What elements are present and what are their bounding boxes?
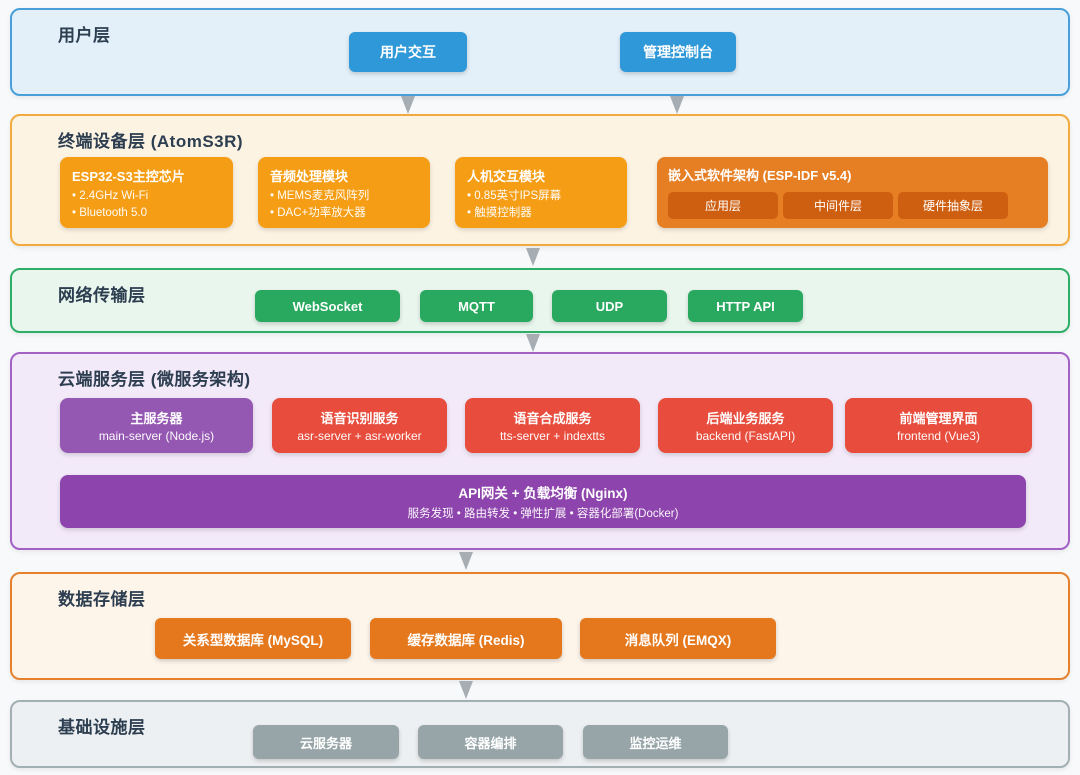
esp32-card: ESP32-S3主控芯片 • 2.4GHz Wi-Fi • Bluetooth … (60, 157, 233, 228)
api-gateway-title: API网关 + 负载均衡 (Nginx) (458, 486, 628, 501)
flow-arrow-down-icon (459, 681, 473, 699)
audio-module-card-title: 音频处理模块 (270, 169, 349, 184)
layer-network-title: 网络传输层 (58, 286, 146, 305)
redis-node: 缓存数据库 (Redis) (370, 618, 562, 659)
api-gateway-subtitle: 服务发现 • 路由转发 • 弹性扩展 • 容器化部署(Docker) (407, 508, 679, 520)
hmi-module-card-title: 人机交互模块 (467, 169, 546, 184)
main-server-subtitle: main-server (Node.js) (98, 429, 215, 443)
cloud-server-node: 云服务器 (253, 725, 399, 759)
hmi-module-card-item: • 0.85英寸IPS屏幕 (467, 190, 562, 202)
api-gateway-node: API网关 + 负载均衡 (Nginx) 服务发现 • 路由转发 • 弹性扩展 … (60, 475, 1026, 528)
layer-device: 终端设备层 (AtomS3R) ESP32-S3主控芯片 • 2.4GHz Wi… (10, 114, 1070, 246)
websocket-node: WebSocket (255, 290, 400, 322)
backend-service-node: 后端业务服务 backend (FastAPI) (658, 398, 833, 453)
flow-arrow-down-icon (526, 334, 540, 352)
layer-network: 网络传输层 WebSocket MQTT UDP HTTP API (10, 268, 1070, 333)
flow-arrow-down-icon (459, 552, 473, 570)
udp-node: UDP (552, 290, 667, 322)
monitoring-node: 监控运维 (583, 725, 728, 759)
layer-infra-title: 基础设施层 (58, 718, 146, 737)
user-interaction-node: 用户交互 (349, 32, 467, 72)
frontend-service-title: 前端管理界面 (899, 411, 978, 426)
layer-storage-title: 数据存储层 (58, 590, 146, 609)
emqx-node: 消息队列 (EMQX) (580, 618, 776, 659)
embedded-software-card-title: 嵌入式软件架构 (ESP-IDF v5.4) (668, 168, 852, 183)
audio-module-card-item: • MEMS麦克风阵列 (270, 190, 370, 202)
hmi-module-card: 人机交互模块 • 0.85英寸IPS屏幕 • 触摸控制器 (455, 157, 627, 228)
http-api-node: HTTP API (688, 290, 803, 322)
app-layer-node: 应用层 (668, 192, 778, 219)
embedded-software-card: 嵌入式软件架构 (ESP-IDF v5.4) 应用层 中间件层 硬件抽象层 (657, 157, 1048, 228)
asr-service-subtitle: asr-server + asr-worker (297, 429, 422, 443)
tts-service-subtitle: tts-server + indextts (499, 429, 606, 443)
frontend-service-subtitle: frontend (Vue3) (897, 429, 980, 443)
hal-layer-node: 硬件抽象层 (898, 192, 1008, 219)
audio-module-card: 音频处理模块 • MEMS麦克风阵列 • DAC+功率放大器 (258, 157, 430, 228)
layer-device-title: 终端设备层 (AtomS3R) (58, 132, 244, 151)
middleware-layer-node: 中间件层 (783, 192, 893, 219)
tts-service-node: 语音合成服务 tts-server + indextts (465, 398, 640, 453)
backend-service-title: 后端业务服务 (706, 411, 785, 426)
main-server-title: 主服务器 (130, 411, 183, 426)
flow-arrow-down-icon (401, 96, 415, 114)
layer-storage: 数据存储层 关系型数据库 (MySQL) 缓存数据库 (Redis) 消息队列 … (10, 572, 1070, 680)
main-server-node: 主服务器 main-server (Node.js) (60, 398, 253, 453)
layer-cloud: 云端服务层 (微服务架构) 主服务器 main-server (Node.js)… (10, 352, 1070, 550)
hmi-module-card-item: • 触摸控制器 (467, 207, 532, 220)
esp32-card-item: • 2.4GHz Wi-Fi (72, 190, 149, 202)
layer-infra: 基础设施层 云服务器 容器编排 监控运维 (10, 700, 1070, 768)
mysql-node: 关系型数据库 (MySQL) (155, 618, 351, 659)
frontend-service-node: 前端管理界面 frontend (Vue3) (845, 398, 1032, 453)
tts-service-title: 语音合成服务 (513, 411, 592, 426)
mqtt-node: MQTT (420, 290, 533, 322)
layer-cloud-title: 云端服务层 (微服务架构) (58, 370, 251, 389)
layer-user-title: 用户层 (58, 26, 111, 45)
container-orchestration-node: 容器编排 (418, 725, 563, 759)
esp32-card-item: • Bluetooth 5.0 (72, 207, 147, 220)
backend-service-subtitle: backend (FastAPI) (695, 429, 796, 443)
flow-arrow-down-icon (670, 96, 684, 114)
esp32-card-title: ESP32-S3主控芯片 (72, 169, 185, 184)
audio-module-card-item: • DAC+功率放大器 (270, 207, 366, 220)
layer-user: 用户层 用户交互 管理控制台 (10, 8, 1070, 96)
asr-service-title: 语音识别服务 (320, 411, 399, 426)
admin-console-node: 管理控制台 (620, 32, 736, 72)
flow-arrow-down-icon (526, 248, 540, 266)
asr-service-node: 语音识别服务 asr-server + asr-worker (272, 398, 447, 453)
